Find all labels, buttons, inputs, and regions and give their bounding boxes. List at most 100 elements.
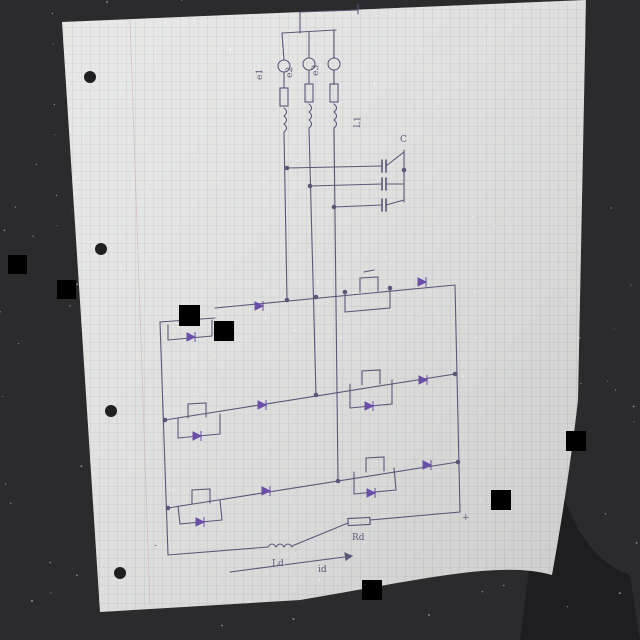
diodes — [186, 277, 433, 527]
noise-speck — [296, 159, 299, 162]
noise-speck — [354, 416, 356, 419]
label-load-resistor: Rd — [352, 533, 365, 543]
noise-speck — [54, 134, 56, 136]
noise-speck — [31, 600, 33, 602]
label-source-b: e2 — [285, 67, 295, 78]
noise-speck — [448, 489, 449, 491]
noise-speck — [567, 219, 570, 222]
noise-speck — [358, 311, 360, 313]
label-inductor-group: L1 — [353, 116, 363, 128]
noise-speck — [229, 48, 231, 51]
noise-speck — [106, 1, 108, 3]
noise-speck — [483, 42, 486, 44]
noise-speck — [211, 17, 213, 19]
label-source-a: e1 — [255, 69, 265, 80]
binder-hole — [95, 243, 107, 255]
noise-speck — [55, 194, 58, 197]
noise-speck — [481, 591, 484, 593]
noise-speck — [614, 389, 617, 391]
junction-dots — [162, 165, 461, 511]
noise-speck — [633, 421, 635, 423]
noise-speck — [458, 408, 460, 410]
noise-speck — [337, 201, 339, 202]
noise-speck — [429, 179, 431, 181]
noise-speck — [314, 146, 316, 148]
noise-speck — [311, 40, 314, 42]
noise-speck — [120, 267, 122, 270]
binder-hole — [114, 567, 126, 579]
diode — [195, 517, 206, 527]
diode — [366, 488, 377, 498]
noise-speck — [604, 513, 607, 515]
noise-speck — [390, 245, 391, 247]
noise-speck — [317, 282, 319, 285]
noise-speck — [373, 83, 376, 86]
diode — [261, 486, 272, 496]
noise-speck — [176, 225, 178, 227]
noise-speck — [420, 48, 422, 50]
noise-speck — [573, 168, 575, 170]
noise-speck — [142, 249, 144, 251]
noise-speck — [148, 473, 150, 475]
noise-speck — [417, 86, 419, 88]
noise-speck — [151, 475, 152, 476]
noise-speck — [503, 584, 505, 587]
noise-speck — [618, 592, 621, 595]
noise-speck — [80, 465, 83, 468]
noise-speck — [287, 280, 290, 282]
label-minus-terminal: - — [154, 541, 157, 551]
label-source-c: e3 — [311, 64, 321, 76]
noise-speck — [196, 154, 199, 157]
noise-speck — [479, 500, 482, 502]
diode — [422, 460, 433, 470]
noise-speck — [295, 99, 297, 101]
load-inductor — [267, 543, 293, 548]
noise-speck — [53, 103, 56, 106]
noise-speck — [606, 380, 608, 382]
noise-speck — [313, 358, 315, 360]
noise-speck — [1, 396, 3, 397]
noise-speck — [76, 574, 78, 577]
noise-speck — [291, 557, 293, 560]
noise-speck — [505, 452, 507, 454]
noise-speck — [429, 227, 431, 230]
noise-speck — [87, 104, 88, 106]
noise-speck — [97, 451, 100, 454]
noise-speck — [280, 240, 283, 243]
noise-speck — [14, 206, 17, 208]
load-resistor — [347, 516, 371, 527]
noise-speck — [293, 329, 296, 332]
noise-speck — [432, 107, 434, 109]
noise-speck — [462, 375, 465, 378]
noise-speck — [531, 107, 533, 109]
noise-speck — [159, 256, 162, 259]
noise-speck — [315, 32, 317, 34]
noise-speck — [221, 624, 223, 627]
noise-speck — [498, 442, 500, 445]
noise-speck — [292, 617, 295, 620]
noise-speck — [172, 489, 174, 492]
noise-speck — [428, 613, 431, 616]
diode — [192, 431, 203, 441]
source-inductor-b — [308, 103, 313, 129]
noise-speck — [155, 31, 157, 34]
noise-speck — [579, 337, 581, 339]
source-inductor-c — [333, 103, 338, 129]
noise-speck — [318, 579, 321, 581]
noise-speck — [4, 483, 7, 485]
label-output-current: id — [318, 565, 327, 575]
noise-speck — [317, 267, 319, 269]
noise-speck — [136, 251, 139, 253]
noise-speck — [493, 224, 496, 226]
noise-speck — [156, 77, 158, 79]
diode — [257, 400, 268, 410]
diode — [364, 401, 375, 411]
noise-speck — [262, 181, 264, 183]
source-resistor-a — [279, 87, 289, 107]
noise-speck — [552, 281, 554, 283]
noise-speck — [32, 235, 34, 237]
noise-speck — [294, 553, 296, 555]
noise-speck — [477, 409, 480, 411]
noise-speck — [364, 584, 366, 586]
